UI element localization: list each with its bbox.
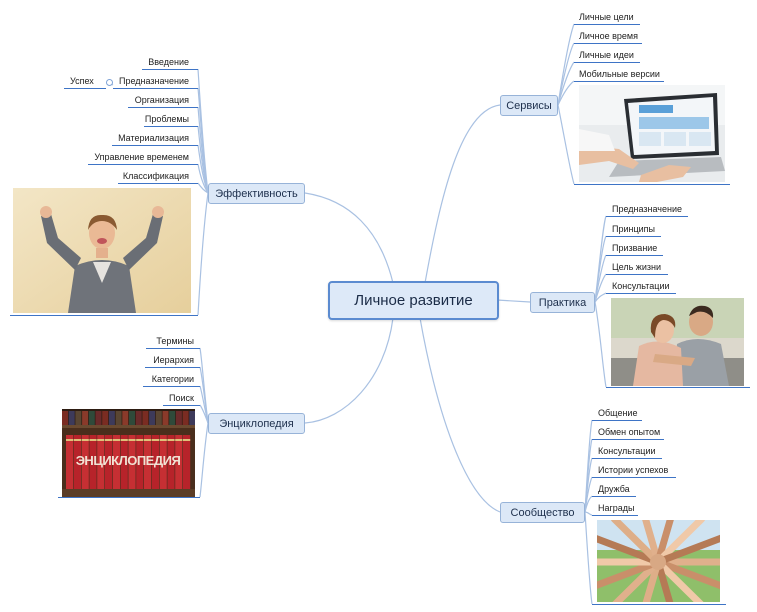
practice-item[interactable]: Цель жизни [612, 262, 661, 272]
practice-item[interactable]: Консультации [612, 281, 670, 291]
services-item[interactable]: Личное время [579, 31, 638, 41]
efficiency-item[interactable]: Управление временем [94, 152, 189, 162]
topic-practice[interactable]: Практика [530, 292, 595, 313]
efficiency-item[interactable]: Проблемы [144, 114, 189, 124]
community-item[interactable]: Общение [598, 408, 638, 418]
encyclopedia-item[interactable]: Иерархия [153, 355, 194, 365]
community-item[interactable]: Награды [598, 503, 635, 513]
topic-encyclopedia[interactable]: Энциклопедия [208, 413, 305, 434]
efficiency-item[interactable]: Предназначение [118, 76, 189, 86]
community-image-hands [597, 520, 720, 602]
community-item[interactable]: Дружба [598, 484, 630, 494]
collapse-circle-icon[interactable] [106, 79, 113, 86]
community-item[interactable]: Консультации [598, 446, 656, 456]
encyclopedia-item[interactable]: Поиск [169, 393, 194, 403]
efficiency-item[interactable]: Введение [148, 57, 189, 67]
services-item[interactable]: Личные цели [579, 12, 634, 22]
topic-community[interactable]: Сообщество [500, 502, 585, 523]
efficiency-item[interactable]: Организация [134, 95, 189, 105]
efficiency-item[interactable]: Классификация [122, 171, 189, 181]
topic-efficiency[interactable]: Эффективность [208, 183, 305, 204]
practice-item[interactable]: Принципы [612, 224, 655, 234]
services-image-laptop [579, 85, 725, 182]
practice-item[interactable]: Предназначение [612, 204, 683, 214]
community-item[interactable]: Обмен опытом [598, 427, 661, 437]
services-item[interactable]: Мобильные версии [579, 69, 660, 79]
practice-image-couple [611, 298, 744, 386]
practice-item[interactable]: Призвание [612, 243, 658, 253]
topic-services[interactable]: Сервисы [500, 95, 558, 116]
efficiency-item[interactable]: Материализация [118, 133, 189, 143]
efficiency-image-woman [13, 188, 191, 313]
community-item[interactable]: Истории успехов [598, 465, 669, 475]
efficiency-subitem-success[interactable]: Успех [70, 76, 94, 86]
central-topic[interactable]: Личное развитие [328, 281, 499, 320]
encyclopedia-item[interactable]: Категории [151, 374, 194, 384]
encyclopedia-image-bookshelf: ЭНЦИКЛОПЕДИЯ [62, 409, 195, 497]
services-item[interactable]: Личные идеи [579, 50, 634, 60]
encyclopedia-item[interactable]: Термины [156, 336, 194, 346]
encyclopedia-spine-text: ЭНЦИКЛОПЕДИЯ [76, 453, 181, 468]
